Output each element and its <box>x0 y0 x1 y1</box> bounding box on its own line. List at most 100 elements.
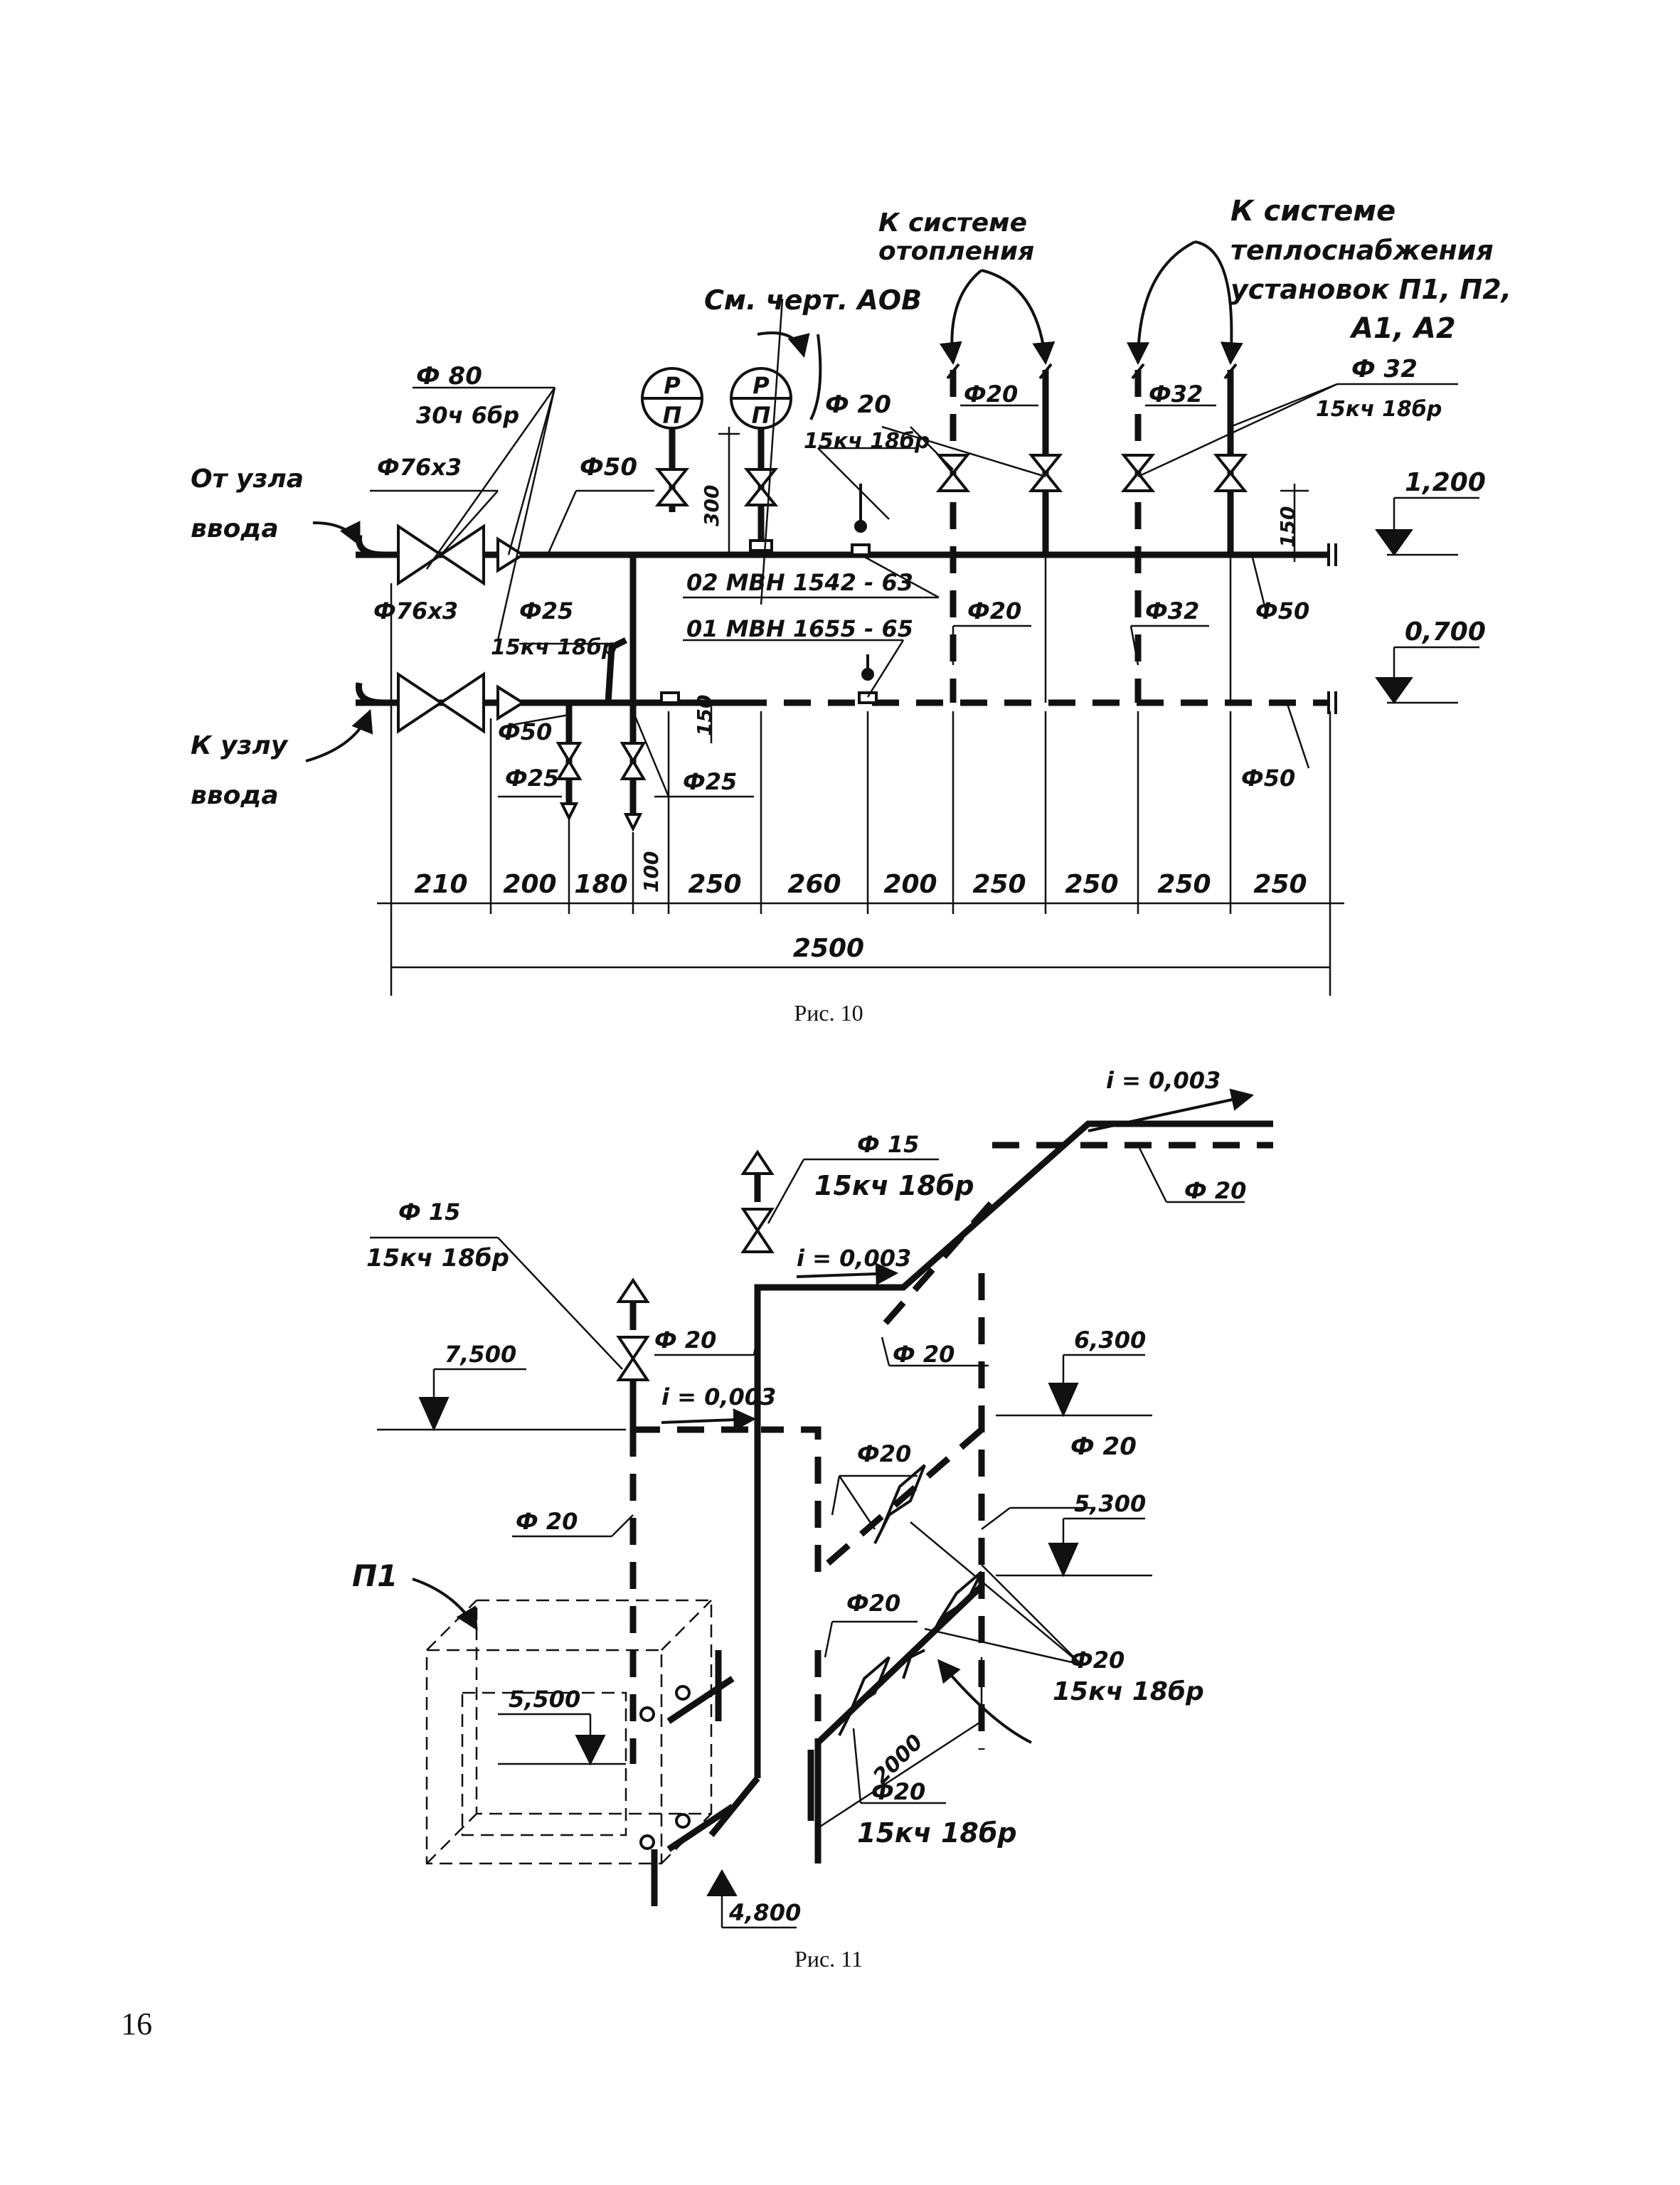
dim-7: 250 <box>972 870 1026 899</box>
label-d20-b: Ф 20 <box>516 1508 578 1535</box>
elev-6300: 6,300 <box>1048 1327 1146 1418</box>
heating-target-2: отопления <box>878 237 1034 266</box>
label-d32-right: Ф 32 <box>1351 355 1418 383</box>
label-d50-right: Ф50 <box>1255 597 1309 624</box>
label-valve-15-right: 15кч 18бр <box>1053 1677 1204 1706</box>
label-d15-mid: Ф 15 <box>857 1131 919 1158</box>
label-d20-bottom: Ф20 <box>871 1778 925 1805</box>
elev-5500: 5,500 <box>498 1686 626 1766</box>
label-slope-a: i = 0,003 <box>661 1383 776 1410</box>
label-valve-15-mid: 15кч 18бр <box>814 1170 974 1201</box>
gauge-1-bottom: П <box>663 402 682 429</box>
gauge-1-top: Р <box>664 372 681 399</box>
label-valve-15-bottom: 15кч 18бр <box>857 1817 1017 1849</box>
elev-5500-label: 5,500 <box>509 1686 580 1713</box>
elev-7500-label: 7,500 <box>445 1341 516 1368</box>
pressure-gauge-1: Р П <box>641 367 703 512</box>
from-node-2: ввода <box>191 514 279 543</box>
dim-2: 200 <box>503 870 556 899</box>
label-d20-e: Ф20 <box>857 1440 911 1467</box>
actuator-link <box>902 1649 925 1679</box>
label-d20-a: Ф 20 <box>654 1327 716 1354</box>
gauge-2-top: Р <box>753 372 770 399</box>
thermometer-return <box>858 654 878 704</box>
label-d20-c: Ф 20 <box>893 1341 955 1368</box>
label-d25: Ф25 <box>519 597 573 624</box>
fig10-caption: Рис. 10 <box>794 1000 863 1026</box>
label-d20-h: Ф20 <box>1070 1647 1125 1674</box>
dim-9: 250 <box>1157 870 1211 899</box>
dim-5: 260 <box>787 870 841 899</box>
label-d32-b: Ф32 <box>1145 597 1199 624</box>
label-d50-top: Ф50 <box>580 453 637 482</box>
heat-supply-3: установок П1, П2, <box>1230 274 1511 305</box>
reducer-return <box>496 684 526 721</box>
label-d25-b: Ф25 <box>683 768 737 795</box>
elev-bottom-marker: 0,700 <box>1375 617 1486 704</box>
label-d25-drain: Ф25 <box>505 765 559 792</box>
from-node-1: От узла <box>191 464 304 494</box>
fig11-caption: Рис. 11 <box>794 1946 863 1972</box>
air-valve-left <box>616 1277 650 1430</box>
label-d80: Ф 80 <box>416 362 482 390</box>
label-d32-top: Ф32 <box>1149 381 1203 408</box>
branch-heating-2 <box>1028 363 1063 703</box>
elev-top-label: 1,200 <box>1405 468 1486 497</box>
dim-10: 250 <box>1253 870 1307 899</box>
label-d50-small: Ф50 <box>498 718 552 745</box>
dim-6: 200 <box>883 870 937 899</box>
label-mvn2: 01 МВН 1655 - 65 <box>686 615 913 642</box>
balancing-valve-2 <box>930 1570 983 1637</box>
dim-1: 210 <box>414 870 467 899</box>
to-node-2: ввода <box>191 781 279 810</box>
label-d76-top: Ф76х3 <box>377 454 462 481</box>
dim-150-b: 150 <box>693 695 716 736</box>
heat-supply-4: А1, А2 <box>1349 312 1456 345</box>
main-supply-valve <box>397 523 485 586</box>
balancing-valve-1 <box>873 1464 926 1544</box>
dim-total: 2500 <box>793 934 864 963</box>
label-valve-30: 30ч 6бр <box>416 402 519 429</box>
dim-150-a: 150 <box>1276 506 1299 548</box>
figure-11: 7,500 6,300 5,300 5,500 4,800 <box>352 1067 1273 1972</box>
to-node-1: К узлу <box>191 731 289 760</box>
label-valve-15-mid: 15кч 18бр <box>804 429 930 454</box>
see-drawing-aov: См. черт. АОВ <box>704 285 922 316</box>
label-d20-b: Ф20 <box>967 597 1021 624</box>
elev-5300-label: 5,300 <box>1074 1490 1146 1517</box>
elev-7500: 7,500 <box>418 1341 526 1432</box>
dim-100: 100 <box>639 851 663 893</box>
gauge-2-bottom: П <box>752 402 771 429</box>
label-d20-a: Ф 20 <box>825 390 891 419</box>
branch-supply-1 <box>1120 363 1156 703</box>
branch-supply-2 <box>1213 363 1248 703</box>
label-d76-bottom: Ф76х3 <box>373 597 458 624</box>
pressure-gauge-2: Р П <box>730 367 792 552</box>
label-valve-15-right: 15кч 18бр <box>1316 397 1442 422</box>
air-valve-mid <box>740 1149 775 1253</box>
elev-top-marker: 1,200 <box>1375 468 1486 556</box>
unit-p1-label: П1 <box>352 1558 398 1593</box>
supply-riser-solid <box>754 1120 1273 1778</box>
label-slope-b: i = 0,003 <box>797 1245 911 1272</box>
elev-5300: 5,300 <box>1048 1490 1146 1578</box>
label-valve-15-left: 15кч 18бр <box>491 635 617 660</box>
heating-target-1: К системе <box>878 208 1027 238</box>
heat-supply-2: теплоснабжения <box>1230 235 1494 266</box>
label-d50-bottom-right: Ф50 <box>1241 765 1295 792</box>
figure-10: Р П Р П <box>191 195 1511 1026</box>
label-slope-c: i = 0,003 <box>1106 1067 1221 1094</box>
elev-bottom-label: 0,700 <box>1405 617 1486 647</box>
heat-supply-1: К системе <box>1230 195 1395 228</box>
dim-4: 250 <box>688 870 741 899</box>
page-number: 16 <box>121 2006 152 2041</box>
label-d15-left: Ф 15 <box>398 1198 460 1226</box>
label-mvn1: 02 МВН 1542 - 63 <box>686 569 913 596</box>
thermometer-supply <box>851 484 871 556</box>
main-return-valve <box>397 671 485 734</box>
label-d20-g: Ф20 <box>846 1590 900 1617</box>
elev-4800-label: 4,800 <box>728 1899 801 1926</box>
label-d20-d: Ф 20 <box>1184 1177 1246 1204</box>
label-d20-heat: Ф20 <box>964 381 1018 408</box>
